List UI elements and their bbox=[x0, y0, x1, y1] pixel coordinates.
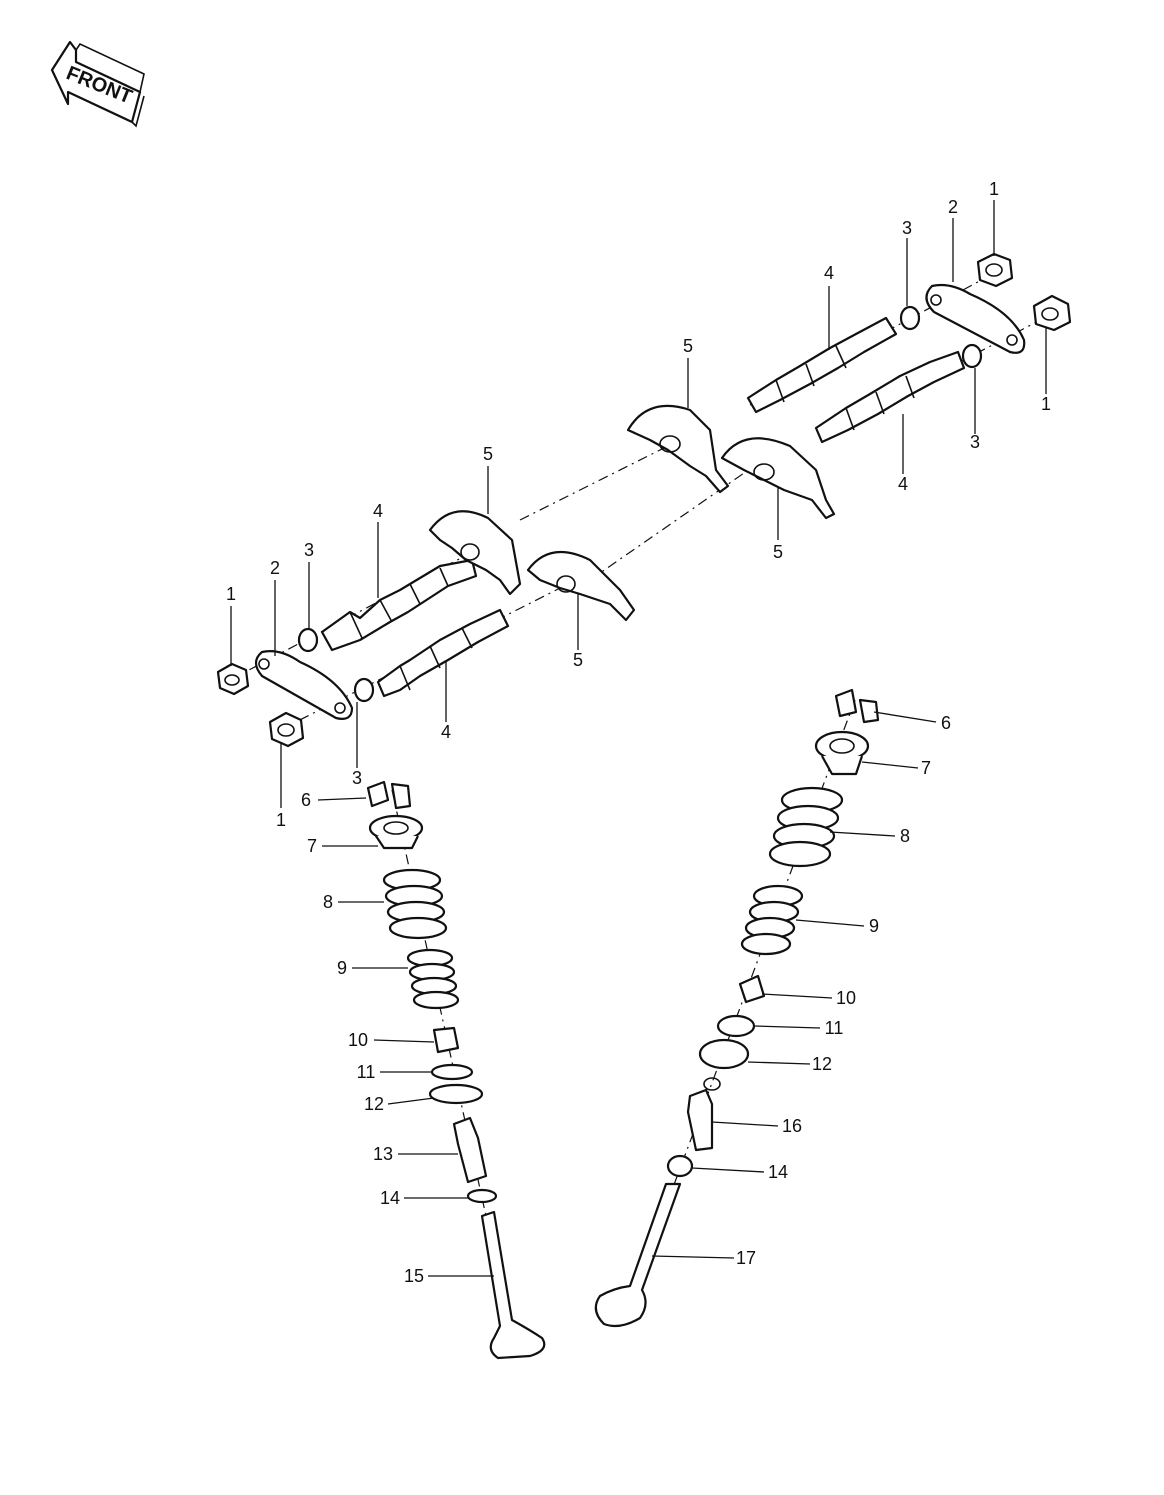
callout-10-right: 10 bbox=[836, 988, 856, 1008]
callout-14-left: 14 bbox=[380, 1188, 400, 1208]
inner-spring-left bbox=[406, 948, 460, 1010]
callout-numbers: 1 2 3 4 1 3 4 5 5 5 5 4 3 1 2 4 3 1 6 7 … bbox=[226, 179, 1051, 1286]
rocker-arm-right-upper bbox=[626, 404, 730, 494]
callout-12-right: 12 bbox=[812, 1054, 832, 1074]
callout-3-left-lower: 3 bbox=[352, 768, 362, 788]
callout-12-left: 12 bbox=[364, 1094, 384, 1114]
spring-seat-washer-left bbox=[430, 1063, 474, 1081]
callout-6-left: 6 bbox=[301, 790, 311, 810]
rocker-arm-left-upper bbox=[428, 510, 522, 596]
callout-11-left: 11 bbox=[357, 1062, 376, 1082]
callout-2-right: 2 bbox=[948, 197, 958, 217]
callout-16: 16 bbox=[782, 1116, 802, 1136]
inner-spring-right bbox=[740, 884, 804, 956]
callout-4-right-lower: 4 bbox=[898, 474, 908, 494]
valve-keeper-right bbox=[834, 688, 880, 724]
callout-5-left-upper: 5 bbox=[483, 444, 493, 464]
o-ring-right-lower bbox=[961, 343, 983, 369]
callout-1-right-lower: 1 bbox=[1041, 394, 1051, 414]
callout-3-left-upper: 3 bbox=[304, 540, 314, 560]
callout-9-right: 9 bbox=[869, 916, 879, 936]
valve-guide-left bbox=[452, 1116, 488, 1184]
callout-9-left: 9 bbox=[337, 958, 347, 978]
snap-ring-right bbox=[666, 1154, 694, 1178]
callout-15: 15 bbox=[404, 1266, 424, 1286]
callout-3-right-lower: 3 bbox=[970, 432, 980, 452]
assembly-axis-lines bbox=[229, 269, 1051, 1226]
callout-1-left-lower: 1 bbox=[276, 810, 286, 830]
exhaust-valve bbox=[594, 1182, 682, 1328]
plate-left bbox=[254, 650, 354, 720]
callout-5-right-upper: 5 bbox=[683, 336, 693, 356]
valve-stem-seal-left bbox=[432, 1026, 460, 1054]
nut-right-upper bbox=[976, 252, 1014, 288]
spring-retainer-left bbox=[368, 814, 424, 850]
callout-10-left: 10 bbox=[348, 1030, 368, 1050]
callout-4-left-lower: 4 bbox=[441, 722, 451, 742]
nut-left-upper bbox=[216, 662, 250, 696]
callout-4-right-upper: 4 bbox=[824, 263, 834, 283]
callout-6-right: 6 bbox=[941, 713, 951, 733]
rocker-shaft-right-lower bbox=[814, 350, 966, 444]
spring-seat-washer-right bbox=[716, 1014, 756, 1038]
callout-4-left-upper: 4 bbox=[373, 501, 383, 521]
rocker-arm-left-lower bbox=[526, 550, 636, 622]
callout-13: 13 bbox=[373, 1144, 393, 1164]
snap-ring-left bbox=[466, 1188, 498, 1204]
plate-right bbox=[925, 283, 1026, 354]
o-ring-right-upper bbox=[899, 305, 921, 331]
leader-lines bbox=[230, 200, 1047, 1277]
callout-17: 17 bbox=[736, 1248, 756, 1268]
rocker-arm-right-lower bbox=[720, 437, 836, 520]
rocker-shaft-left-upper bbox=[320, 558, 478, 652]
intake-valve bbox=[480, 1210, 546, 1360]
callout-1-right-upper: 1 bbox=[989, 179, 999, 199]
callout-5-left-lower: 5 bbox=[573, 650, 583, 670]
callout-7-left: 7 bbox=[307, 836, 317, 856]
callout-5-right-lower: 5 bbox=[773, 542, 783, 562]
valve-stem-seal-right bbox=[738, 974, 766, 1004]
nut-left-lower bbox=[268, 711, 305, 748]
outer-spring-right bbox=[768, 786, 844, 868]
callout-14-right: 14 bbox=[768, 1162, 788, 1182]
valve-keeper-left bbox=[366, 780, 412, 810]
rocker-shaft-right-upper bbox=[746, 316, 898, 414]
spring-retainer-right bbox=[814, 730, 870, 776]
rocker-shaft-left-lower bbox=[376, 608, 510, 698]
o-ring-left-upper bbox=[297, 627, 319, 653]
outer-spring-left bbox=[382, 868, 448, 940]
o-ring-left-lower bbox=[353, 677, 375, 703]
callout-8-right: 8 bbox=[900, 826, 910, 846]
callout-3-right-upper: 3 bbox=[902, 218, 912, 238]
callout-7-right: 7 bbox=[921, 758, 931, 778]
spring-seat-right bbox=[698, 1038, 750, 1070]
callout-2-left: 2 bbox=[270, 558, 280, 578]
valve-guide-right bbox=[686, 1077, 721, 1152]
callout-8-left: 8 bbox=[323, 892, 333, 912]
nut-right-lower bbox=[1032, 294, 1072, 332]
spring-seat-left bbox=[428, 1083, 484, 1105]
front-direction-arrow: FRONT bbox=[50, 40, 145, 128]
callout-1-left-upper: 1 bbox=[226, 584, 236, 604]
callout-11-right: 11 bbox=[825, 1018, 844, 1038]
